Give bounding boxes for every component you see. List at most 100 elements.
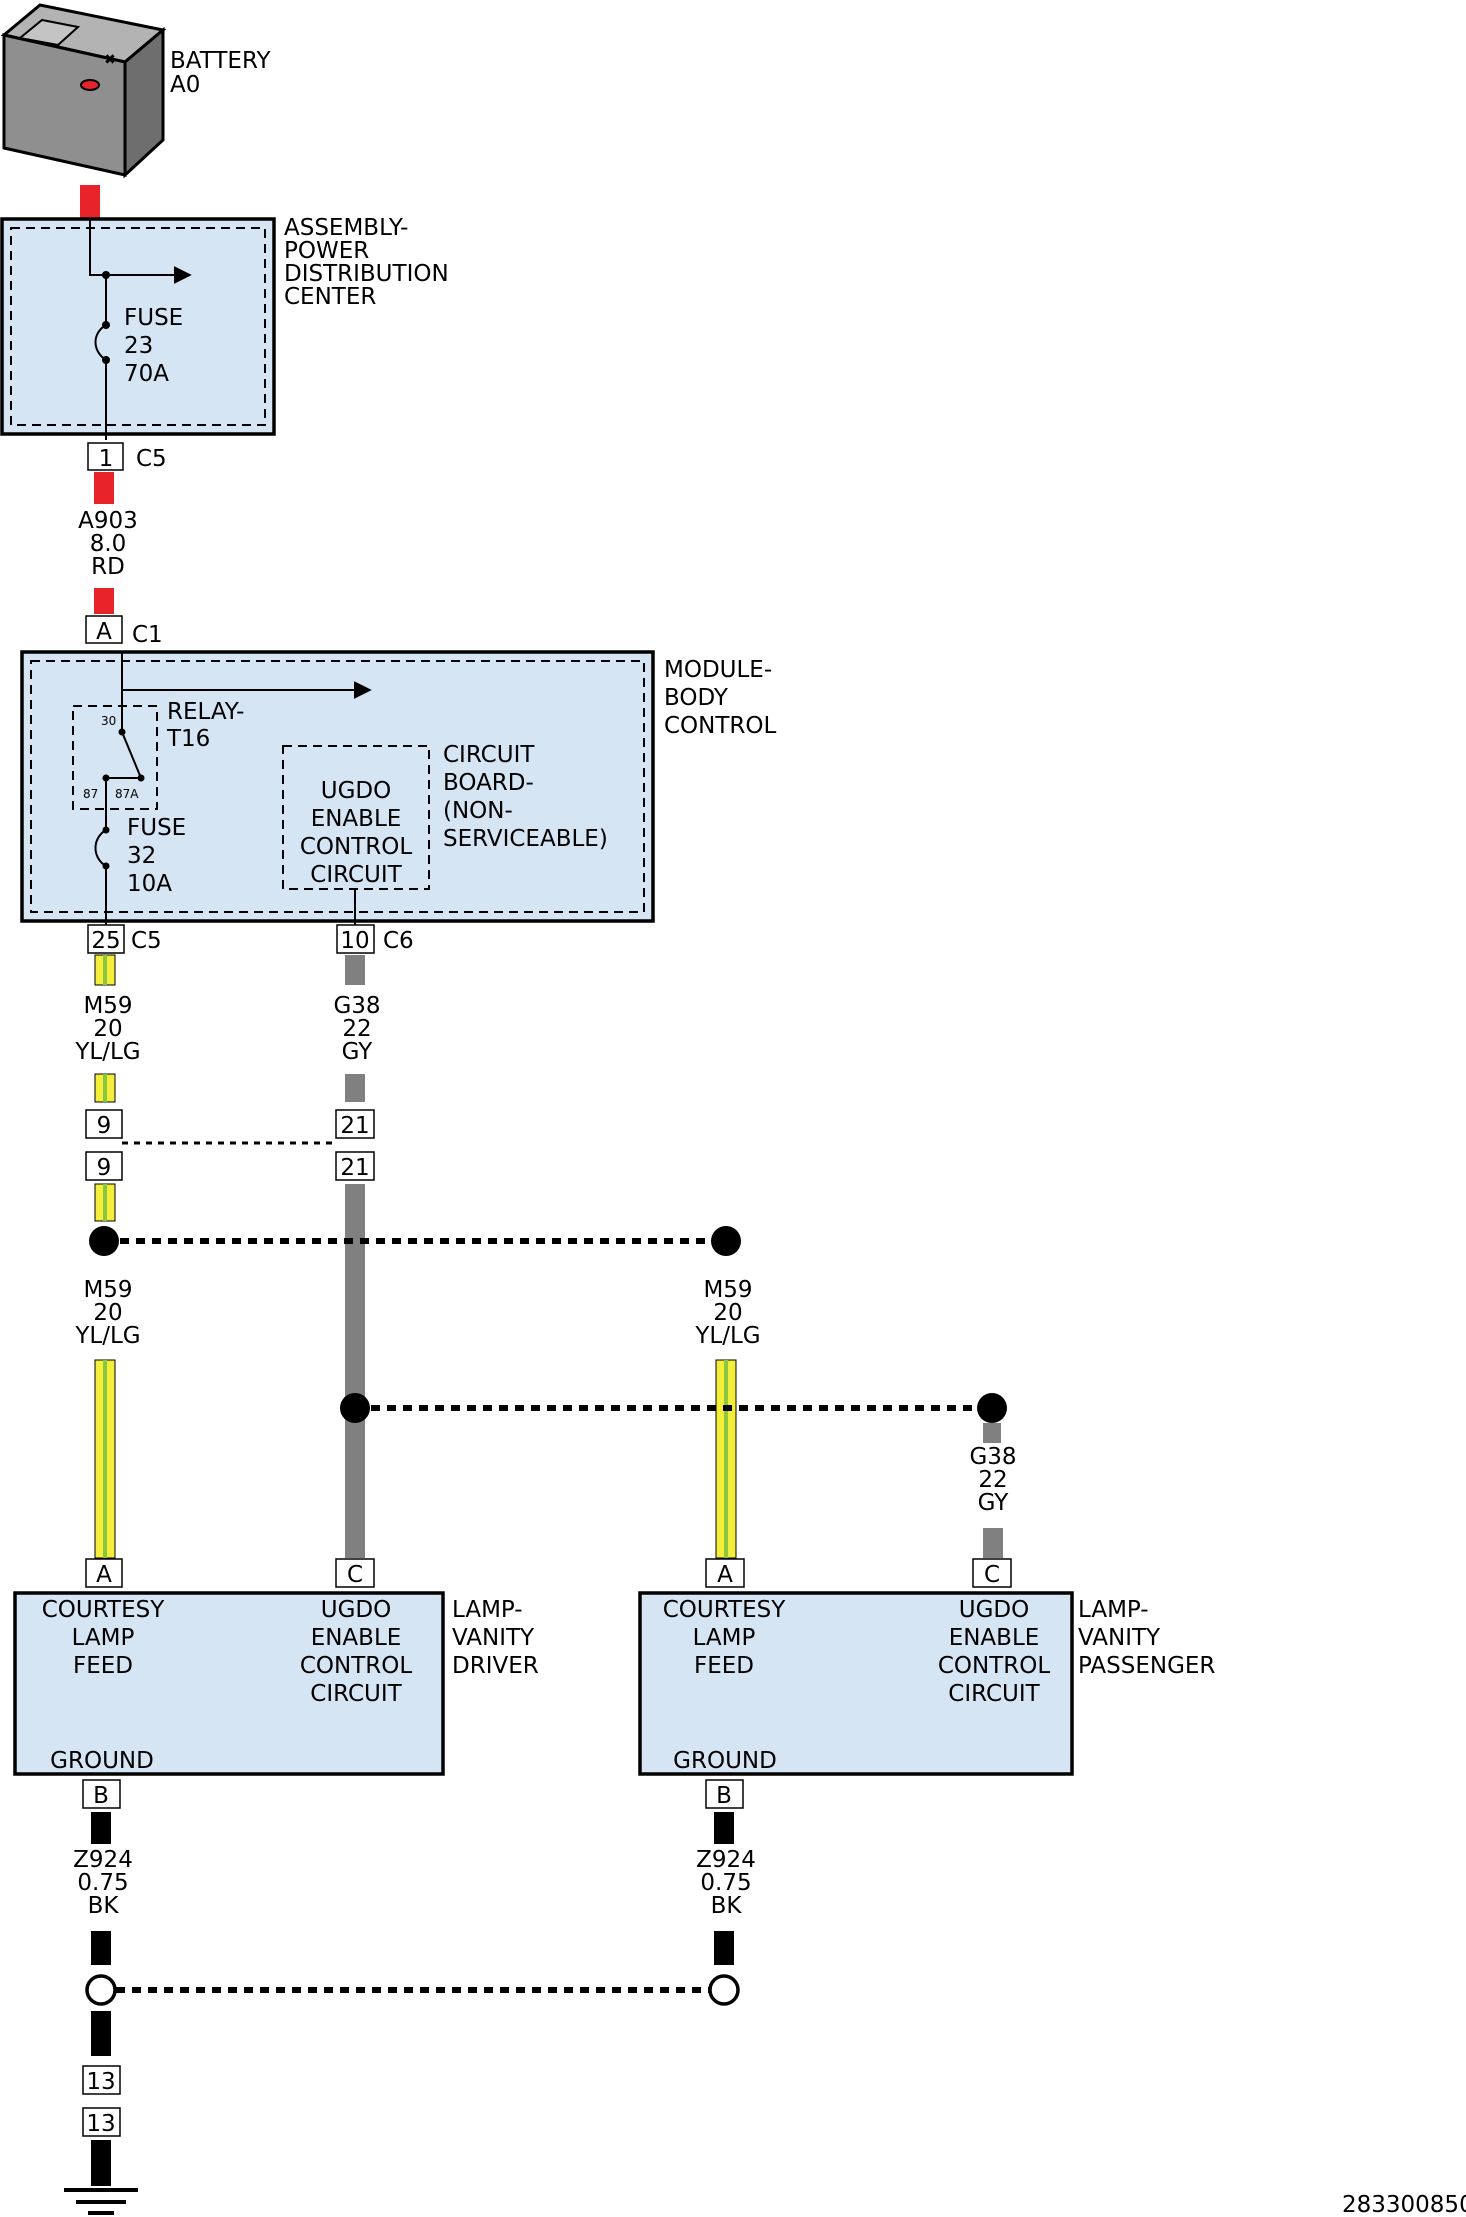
pdc-fuse-rating: 70A — [124, 361, 169, 387]
passenger-feed-line-2: LAMP — [693, 1625, 756, 1651]
wire-z924-driver-lower — [91, 1931, 111, 1965]
body-control-module — [20, 650, 655, 925]
bcm-fuse-rating: 10A — [127, 871, 172, 897]
inline-m59-pin-male: 9 — [97, 1113, 112, 1139]
driver-ugdo-line-2: ENABLE — [311, 1625, 402, 1651]
bcm-ugdo-line-2: ENABLE — [311, 806, 402, 832]
passenger-lamp-pin-a-label: A — [717, 1562, 733, 1588]
bcm-output-terminal-c5 — [87, 924, 125, 954]
inline-g38-pin-male: 21 — [340, 1113, 369, 1139]
driver-lamp-pin-c — [335, 1558, 375, 1588]
bcm-fuse-name: FUSE — [127, 815, 186, 841]
driver-lamp-label-line-1: LAMP- — [452, 1597, 523, 1623]
driver-lamp-label-line-2: VANITY — [452, 1625, 535, 1651]
pdc-fuse-name: FUSE — [124, 305, 183, 331]
wire-z924-to-ground — [91, 2140, 111, 2186]
bcm-label-line-2: BODY — [664, 685, 729, 711]
passenger-ugdo-line-3: CONTROL — [938, 1653, 1051, 1679]
pdc-label-line-1: ASSEMBLY- — [284, 215, 408, 241]
bcm-label-line-3: CONTROL — [664, 713, 777, 739]
passenger-lamp-label-line-3: PASSENGER — [1078, 1653, 1215, 1679]
driver-lamp-label-line-3: DRIVER — [452, 1653, 539, 1679]
wire-g38-to-passenger-lamp — [983, 1528, 1003, 1558]
circuit-board-line-4: SERVICEABLE) — [443, 826, 608, 852]
passenger-lamp-pin-c — [972, 1558, 1012, 1588]
relay-box — [72, 705, 158, 810]
battery-id: A0 — [170, 72, 200, 98]
passenger-lamp-label-line-2: VANITY — [1078, 1625, 1161, 1651]
bcm-input-connector: C1 — [132, 622, 163, 648]
wire-m59-to-passenger-lamp — [715, 1359, 737, 1559]
wire-z924-passenger-lower — [714, 1931, 734, 1965]
circuit-board-line-1: CIRCUIT — [443, 742, 535, 768]
wire-z924-to-ground-connector — [91, 2011, 111, 2056]
pdc-fuse-number: 23 — [124, 333, 153, 359]
bcm-output-connector-c5: C5 — [131, 928, 162, 954]
wire-m59-circuit-3: M59 — [703, 1277, 752, 1303]
driver-lamp-pin-b-label: B — [93, 1783, 109, 1809]
wire-m59-to-driver-lamp — [94, 1359, 116, 1559]
relay-label-line-2: T16 — [166, 726, 210, 752]
driver-feed-line-2: LAMP — [72, 1625, 135, 1651]
driver-ugdo-line-3: CONTROL — [300, 1653, 413, 1679]
wire-m59-circuit-1: M59 — [83, 993, 132, 1019]
passenger-ugdo-line-2: ENABLE — [949, 1625, 1040, 1651]
lamp-vanity-driver — [13, 1591, 445, 1776]
inline-m59-pin-female: 9 — [97, 1155, 112, 1181]
wire-g38-color-2: GY — [978, 1490, 1010, 1516]
wire-m59-circuit-2: M59 — [83, 1277, 132, 1303]
wire-m59-gauge-3: 20 — [713, 1300, 742, 1326]
passenger-lamp-label-line-1: LAMP- — [1078, 1597, 1149, 1623]
passenger-lamp-pin-a — [705, 1558, 745, 1588]
pdc-label-line-2: POWER — [284, 238, 369, 264]
relay-pin-87a: 87A — [115, 787, 139, 801]
wire-g38-circuit-1: G38 — [333, 993, 380, 1019]
wire-m59-color-1: YL/LG — [74, 1039, 140, 1065]
ground-icon — [64, 2188, 138, 2215]
relay-pin-30: 30 — [101, 714, 116, 728]
diagram-id: 2833008506 — [1342, 2192, 1466, 2217]
driver-lamp-pin-a — [85, 1558, 123, 1588]
driver-lamp-pin-c-label: C — [347, 1562, 363, 1588]
bcm-output-terminal-c6 — [336, 924, 375, 954]
passenger-lamp-pin-c-label: C — [984, 1562, 1000, 1588]
ground-connector-pin-male: 13 — [86, 2069, 115, 2095]
driver-feed-line-1: COURTESY — [42, 1597, 165, 1623]
m59-splice-node-driver — [89, 1226, 119, 1256]
z924-splice-node-passenger — [708, 1974, 740, 2006]
wire-z924-passenger-upper — [714, 1812, 734, 1844]
ground-connector — [82, 2065, 121, 2137]
driver-lamp-pin-b — [82, 1779, 121, 1809]
bcm-ugdo-line-4: CIRCUIT — [310, 862, 402, 888]
wire-a903-upper — [94, 472, 114, 504]
driver-ugdo-line-4: CIRCUIT — [310, 1681, 402, 1707]
passenger-lamp-pin-b — [705, 1779, 744, 1809]
wire-m59-bcm-segment — [94, 954, 116, 1103]
wire-z924-color-2: BK — [711, 1893, 743, 1919]
pdc-terminal-pin: 1 — [99, 446, 114, 472]
wire-a903-lower — [94, 588, 114, 614]
wire-g38-gauge-1: 22 — [342, 1016, 371, 1042]
wire-m59-color-2: YL/LG — [74, 1323, 140, 1349]
relay-label-line-1: RELAY- — [167, 699, 244, 725]
wire-a903-gauge: 8.0 — [90, 531, 127, 557]
battery-label: BATTERY — [170, 48, 271, 74]
wire-a903-color: RD — [91, 554, 125, 580]
wire-m59-color-3: YL/LG — [694, 1323, 760, 1349]
bcm-label-line-1: MODULE- — [664, 657, 772, 683]
inline-connector — [85, 1109, 375, 1181]
pdc-label-line-4: CENTER — [284, 284, 376, 310]
pdc-terminal — [87, 442, 124, 471]
wire-g38-passenger-stub — [983, 1423, 1001, 1443]
wire-m59-gauge-1: 20 — [93, 1016, 122, 1042]
pdc-label-line-3: DISTRIBUTION — [284, 261, 449, 287]
wire-z924-circuit-2: Z924 — [696, 1847, 756, 1873]
wire-z924-circuit-1: Z924 — [73, 1847, 133, 1873]
passenger-lamp-pin-b-label: B — [716, 1783, 732, 1809]
power-distribution-center — [0, 217, 276, 440]
battery-icon: ✖ — [0, 3, 167, 179]
bcm-ugdo-line-1: UGDO — [321, 778, 391, 804]
passenger-ground-label: GROUND — [673, 1748, 777, 1774]
driver-ground-label: GROUND — [50, 1748, 154, 1774]
